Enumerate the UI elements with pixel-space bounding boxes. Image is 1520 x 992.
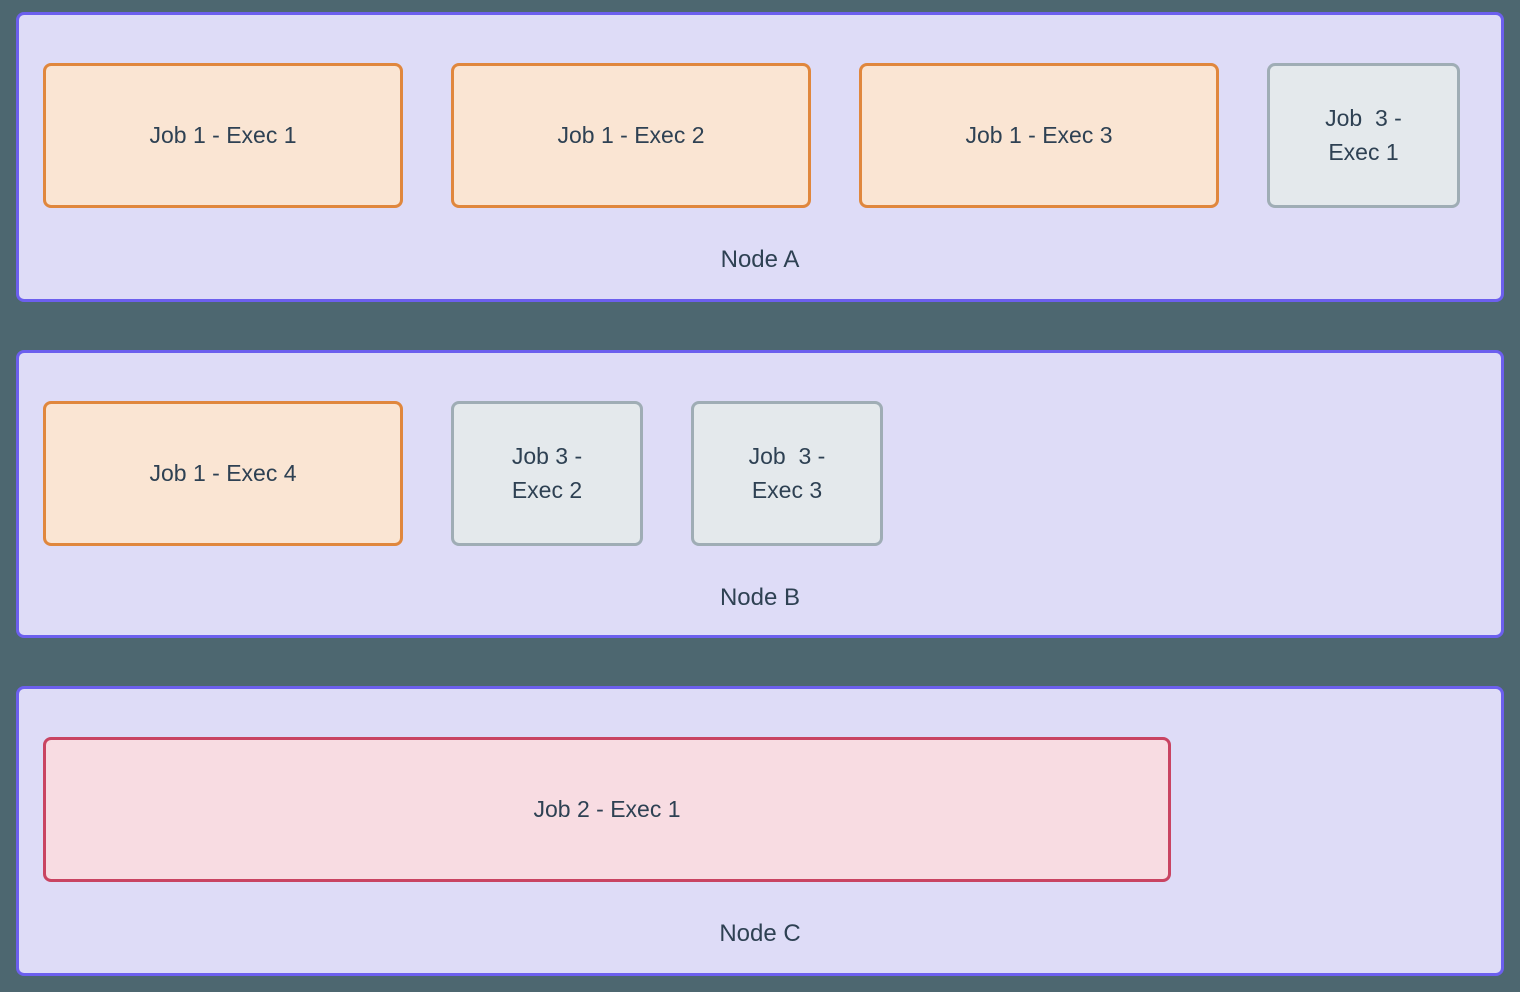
executor-job3-exec2-label: Job 3 - Exec 2 bbox=[511, 443, 583, 503]
executor-job1-exec3-label: Job 1 - Exec 3 bbox=[965, 121, 1113, 148]
executor-job3-exec1: Job 3 - Exec 1 bbox=[1267, 63, 1460, 208]
executor-job1-exec3: Job 1 - Exec 3 bbox=[859, 63, 1219, 208]
executor-job3-exec2: Job 3 - Exec 2 bbox=[451, 401, 643, 546]
executor-job2-exec1: Job 2 - Exec 1 bbox=[43, 737, 1171, 882]
executor-job1-exec1: Job 1 - Exec 1 bbox=[43, 63, 403, 208]
node-a-executor-row: Job 1 - Exec 1 Job 1 - Exec 2 Job 1 - Ex… bbox=[43, 63, 1477, 208]
executor-job3-exec1-label: Job 3 - Exec 1 bbox=[1325, 105, 1402, 165]
node-a-label: Node A bbox=[720, 246, 800, 273]
executor-job1-exec2: Job 1 - Exec 2 bbox=[451, 63, 811, 208]
node-b-label: Node B bbox=[719, 584, 801, 611]
node-b-executor-row: Job 1 - Exec 4 Job 3 - Exec 2 Job 3 - Ex… bbox=[43, 401, 1477, 546]
executor-job1-exec1-label: Job 1 - Exec 1 bbox=[149, 121, 297, 148]
node-c: Job 2 - Exec 1 Node C bbox=[16, 686, 1504, 976]
executor-job3-exec3-label: Job 3 - Exec 3 bbox=[748, 443, 826, 503]
executor-job1-exec4: Job 1 - Exec 4 bbox=[43, 401, 403, 546]
executor-job1-exec2-label: Job 1 - Exec 2 bbox=[557, 121, 705, 148]
node-c-executor-row: Job 2 - Exec 1 bbox=[43, 737, 1477, 882]
node-c-label: Node C bbox=[719, 920, 801, 947]
executor-job1-exec4-label: Job 1 - Exec 4 bbox=[149, 459, 297, 486]
node-b: Job 1 - Exec 4 Job 3 - Exec 2 Job 3 - Ex… bbox=[16, 350, 1504, 638]
executor-job3-exec3: Job 3 - Exec 3 bbox=[691, 401, 883, 546]
node-a: Job 1 - Exec 1 Job 1 - Exec 2 Job 1 - Ex… bbox=[16, 12, 1504, 302]
executor-job2-exec1-label: Job 2 - Exec 1 bbox=[533, 795, 681, 822]
